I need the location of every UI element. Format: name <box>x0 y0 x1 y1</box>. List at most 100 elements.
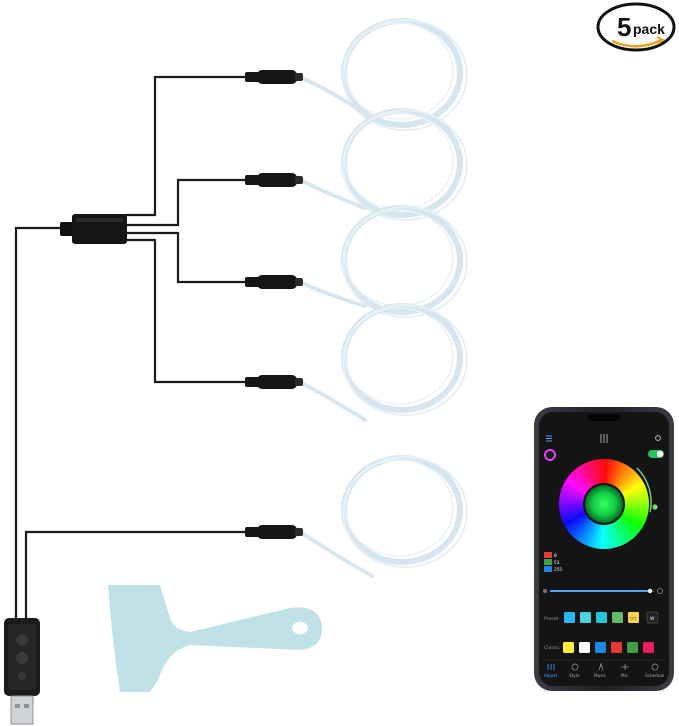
power-toggle-icon[interactable] <box>648 450 664 458</box>
color-wheel-segment <box>575 466 593 488</box>
color-wheel-segment <box>588 460 599 485</box>
color-wheel-segment <box>622 512 645 528</box>
color-picker-icon[interactable] <box>544 449 556 461</box>
fiber-connector-1 <box>245 70 303 84</box>
color-wheel-segment <box>615 520 633 542</box>
tab-style-label: Style <box>569 673 580 678</box>
color-wheel-segment <box>622 481 646 496</box>
controller-button-icon <box>16 634 28 646</box>
brightness-slider[interactable] <box>543 588 664 595</box>
cct-key[interactable] <box>628 612 639 623</box>
color-wheel-segment <box>604 459 609 484</box>
color-wheel-segment <box>559 499 584 504</box>
color-wheel-segment <box>588 523 599 548</box>
tab-mic-label: Mic <box>621 673 629 678</box>
fiber-optic-strands <box>298 18 468 578</box>
classic-swatches <box>563 642 654 653</box>
schedule-tab-icon <box>651 663 659 671</box>
scraper-hang-hole <box>292 622 308 634</box>
color-wheel-segment <box>562 512 586 527</box>
color-wheel-segment <box>603 524 608 550</box>
tab-music-label: Music <box>594 673 607 678</box>
phone-menu-icon[interactable] <box>546 435 552 442</box>
color-wheel-segment <box>623 509 648 520</box>
classic-swatch[interactable] <box>611 642 622 653</box>
color-wheel-segment <box>618 517 639 537</box>
color-wheel-segment <box>561 510 585 524</box>
tab-schedule[interactable]: Schedule <box>645 663 665 678</box>
fiber-connector-5 <box>245 525 303 539</box>
classic-section-label: Classic <box>544 645 560 651</box>
preset-swatches: CCT W <box>564 611 659 624</box>
color-wheel-center <box>585 485 623 523</box>
fiber-loop-3 <box>298 205 468 318</box>
classic-swatch[interactable] <box>595 642 606 653</box>
rgb-blue-value: 255 <box>554 567 562 573</box>
color-wheel-segment <box>561 484 586 497</box>
color-wheel-segment <box>567 474 589 492</box>
color-wheel-segment <box>622 511 647 524</box>
color-wheel-segment <box>624 507 649 517</box>
color-wheel-segment <box>623 488 648 499</box>
tab-adjust[interactable]: Adjust <box>544 664 557 678</box>
tab-mic[interactable]: Mic <box>621 664 629 678</box>
color-wheel-segment <box>612 463 628 486</box>
music-tab-icon <box>598 662 604 671</box>
color-wheel-segment <box>572 469 591 490</box>
color-wheel-segment <box>617 469 637 490</box>
rgb-readout: 0 53 255 <box>544 552 562 573</box>
color-wheel-segment <box>616 467 634 489</box>
color-wheel-segment <box>621 514 643 531</box>
fiber-connector-2 <box>245 173 303 187</box>
preset-swatch[interactable] <box>596 612 607 623</box>
color-wheel-segment <box>566 515 588 533</box>
color-wheel-segment <box>620 475 642 493</box>
fiber-connectors <box>245 70 303 539</box>
style-tab-icon <box>571 663 579 671</box>
brightness-slider-thumb[interactable] <box>647 588 653 594</box>
color-wheel-segment <box>612 522 627 546</box>
tab-music[interactable]: Music <box>594 662 607 678</box>
classic-swatch[interactable] <box>643 642 654 653</box>
color-wheel-segment <box>574 519 592 541</box>
fiber-loop-1 <box>298 18 468 131</box>
color-wheel-segment <box>569 471 590 491</box>
tab-adjust-label: Adjust <box>544 673 557 678</box>
color-wheel-segment <box>610 523 624 547</box>
color-wheel-segment <box>559 503 584 508</box>
pack-count-badge: 5 pack <box>596 2 676 52</box>
preset-swatch[interactable] <box>580 612 591 623</box>
tab-style[interactable]: Style <box>569 663 580 678</box>
color-wheel-segment <box>560 509 585 520</box>
preset-swatch[interactable] <box>612 612 623 623</box>
rgb-green-value: 53 <box>554 560 560 566</box>
color-wheel-segment <box>600 459 605 484</box>
classic-swatch[interactable] <box>563 642 574 653</box>
mic-tab-icon <box>621 664 629 670</box>
pack-count-word: pack <box>633 21 665 37</box>
phone-settings-icon[interactable] <box>655 435 661 441</box>
color-wheel-segment <box>614 521 630 544</box>
pack-count-number: 5 <box>617 12 631 42</box>
controller-button-icon <box>16 652 28 664</box>
preset-swatch[interactable] <box>564 612 575 623</box>
color-wheel-segment <box>607 459 617 484</box>
fiber-loop-4 <box>298 303 468 422</box>
color-wheel-segment <box>577 521 594 543</box>
wiring-harness <box>14 75 248 625</box>
classic-swatch[interactable] <box>579 642 590 653</box>
color-wheel-segment <box>624 492 649 501</box>
color-wheel-segment <box>559 495 584 503</box>
white-key[interactable] <box>646 611 659 624</box>
brightness-handle[interactable] <box>652 504 658 510</box>
color-wheel-segment <box>569 517 590 536</box>
color-wheel-segment <box>624 505 649 513</box>
color-wheel[interactable] <box>559 459 649 550</box>
color-wheel-segment <box>563 480 586 496</box>
fiber-loop-5 <box>298 455 468 578</box>
classic-swatch[interactable] <box>627 642 638 653</box>
color-wheel-segment <box>571 518 591 539</box>
preset-section-label: Preset <box>544 616 559 622</box>
